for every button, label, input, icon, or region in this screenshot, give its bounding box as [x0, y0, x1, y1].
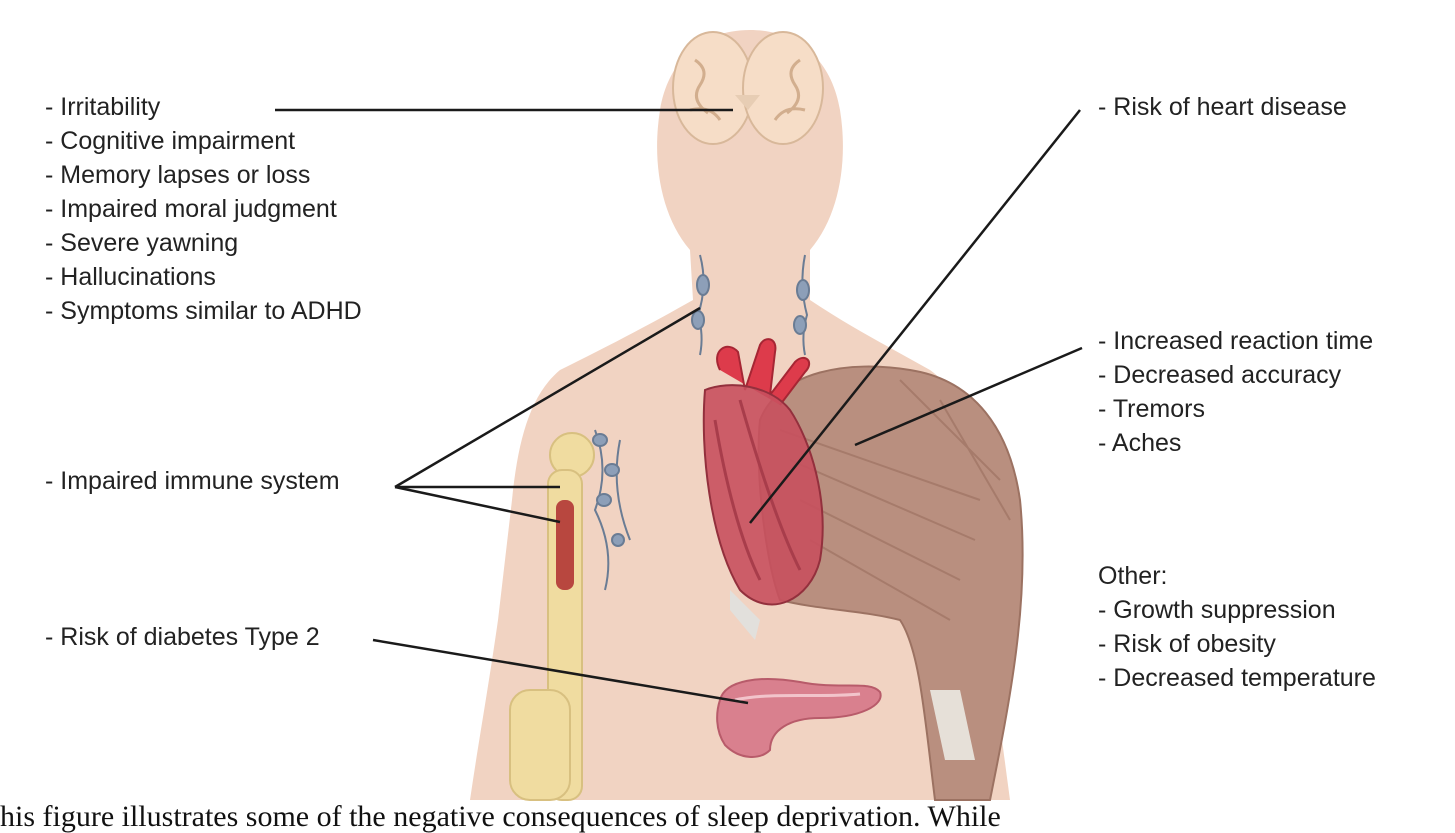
- other-effects-list: Other: - Growth suppression - Risk of ob…: [1098, 559, 1376, 695]
- leader-line-immune-bone: [394, 485, 561, 524]
- brain-illustration: [672, 31, 824, 145]
- heart-illustration: [702, 338, 824, 640]
- leader-lines: [275, 108, 1083, 705]
- brain-effect-item: - Severe yawning: [45, 229, 239, 257]
- lymph-nodes-illustration: [592, 254, 810, 591]
- brain-effect-item: - Memory lapses or loss: [45, 161, 311, 189]
- arm-bone-illustration: [509, 432, 595, 801]
- leader-line-diabetes: [372, 638, 749, 705]
- pancreas-illustration: [716, 678, 882, 758]
- leader-line-muscle: [854, 346, 1083, 447]
- other-effects-heading: Other:: [1098, 562, 1168, 590]
- muscle-effect-item: - Tremors: [1098, 395, 1205, 423]
- muscle-effect-item: - Aches: [1098, 429, 1182, 457]
- brain-effect-item: - Cognitive impairment: [45, 127, 296, 155]
- other-effect-item: - Decreased temperature: [1098, 664, 1376, 692]
- heart-effect-item: - Risk of heart disease: [1098, 93, 1347, 121]
- other-effect-item: - Risk of obesity: [1098, 630, 1276, 658]
- leader-line-heart: [749, 109, 1081, 524]
- diabetes-effect-label: - Risk of diabetes Type 2: [45, 620, 320, 654]
- muscle-effects-list: - Increased reaction time - Decreased ac…: [1098, 324, 1373, 460]
- muscle-effect-item: - Increased reaction time: [1098, 327, 1374, 355]
- muscle-effect-item: - Decreased accuracy: [1098, 361, 1342, 389]
- leader-line-immune-neck: [394, 306, 701, 489]
- heart-effect-label: - Risk of heart disease: [1098, 90, 1347, 124]
- immune-effect-label: - Impaired immune system: [45, 464, 340, 498]
- brain-effect-item: - Hallucinations: [45, 263, 216, 291]
- immune-effect-item: - Impaired immune system: [45, 467, 340, 495]
- brain-effect-item: - Irritability: [45, 93, 161, 121]
- brain-effect-item: - Symptoms similar to ADHD: [45, 297, 362, 325]
- other-effect-item: - Growth suppression: [1098, 596, 1336, 624]
- diabetes-effect-item: - Risk of diabetes Type 2: [45, 623, 320, 651]
- brain-effect-item: - Impaired moral judgment: [45, 195, 337, 223]
- brain-effects-list: - Irritability - Cognitive impairment - …: [45, 90, 362, 328]
- arm-muscle-illustration: [757, 365, 1024, 801]
- figure-caption-fragment: his figure illustrates some of the negat…: [0, 800, 1001, 833]
